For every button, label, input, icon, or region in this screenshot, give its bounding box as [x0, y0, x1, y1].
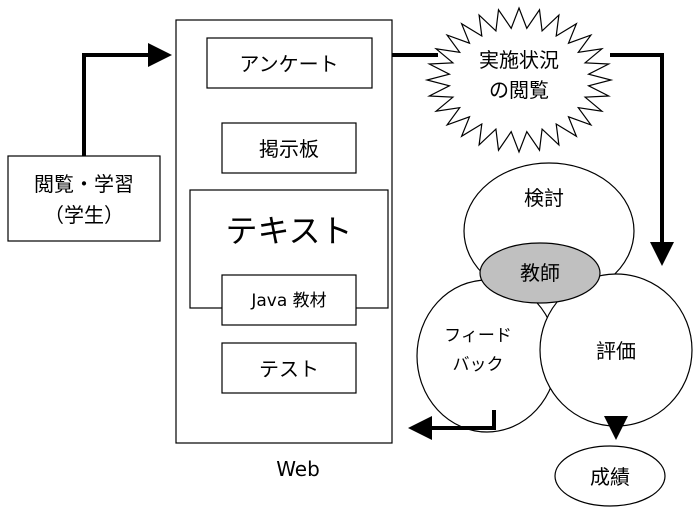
feedback-label-line1: フィード — [444, 326, 512, 346]
evaluation-label: 評価 — [596, 339, 636, 363]
test-label: テスト — [259, 357, 319, 381]
feedback-label-line2: バック — [453, 355, 504, 375]
test-box — [221, 342, 357, 394]
java-box — [221, 274, 357, 326]
student-label-line2: （学生） — [44, 203, 124, 227]
student-box — [7, 155, 161, 242]
teacher-ellipse — [479, 242, 601, 304]
grades-label: 成績 — [590, 465, 630, 489]
board-label: 掲示板 — [259, 137, 319, 161]
board-box — [221, 122, 357, 174]
status-starburst — [424, 6, 614, 154]
grades-ellipse — [554, 445, 666, 507]
web-label: Web — [276, 457, 320, 481]
text-label: テキスト — [225, 212, 352, 250]
survey-box — [206, 37, 373, 89]
status-label-line1: 実施状況 — [479, 48, 559, 72]
review-label: 検討 — [524, 186, 564, 210]
status-label-line2: の閲覧 — [489, 78, 549, 102]
java-label: Java 教材 — [250, 291, 326, 311]
survey-label: アンケート — [239, 52, 338, 76]
arrow-feedback-to-web — [408, 410, 496, 440]
arrow-student-to-web — [82, 43, 172, 156]
arrow-status-to-evaluation — [610, 53, 674, 266]
teacher-label: 教師 — [520, 261, 560, 285]
student-label-line1: 閲覧・学習 — [34, 172, 134, 196]
